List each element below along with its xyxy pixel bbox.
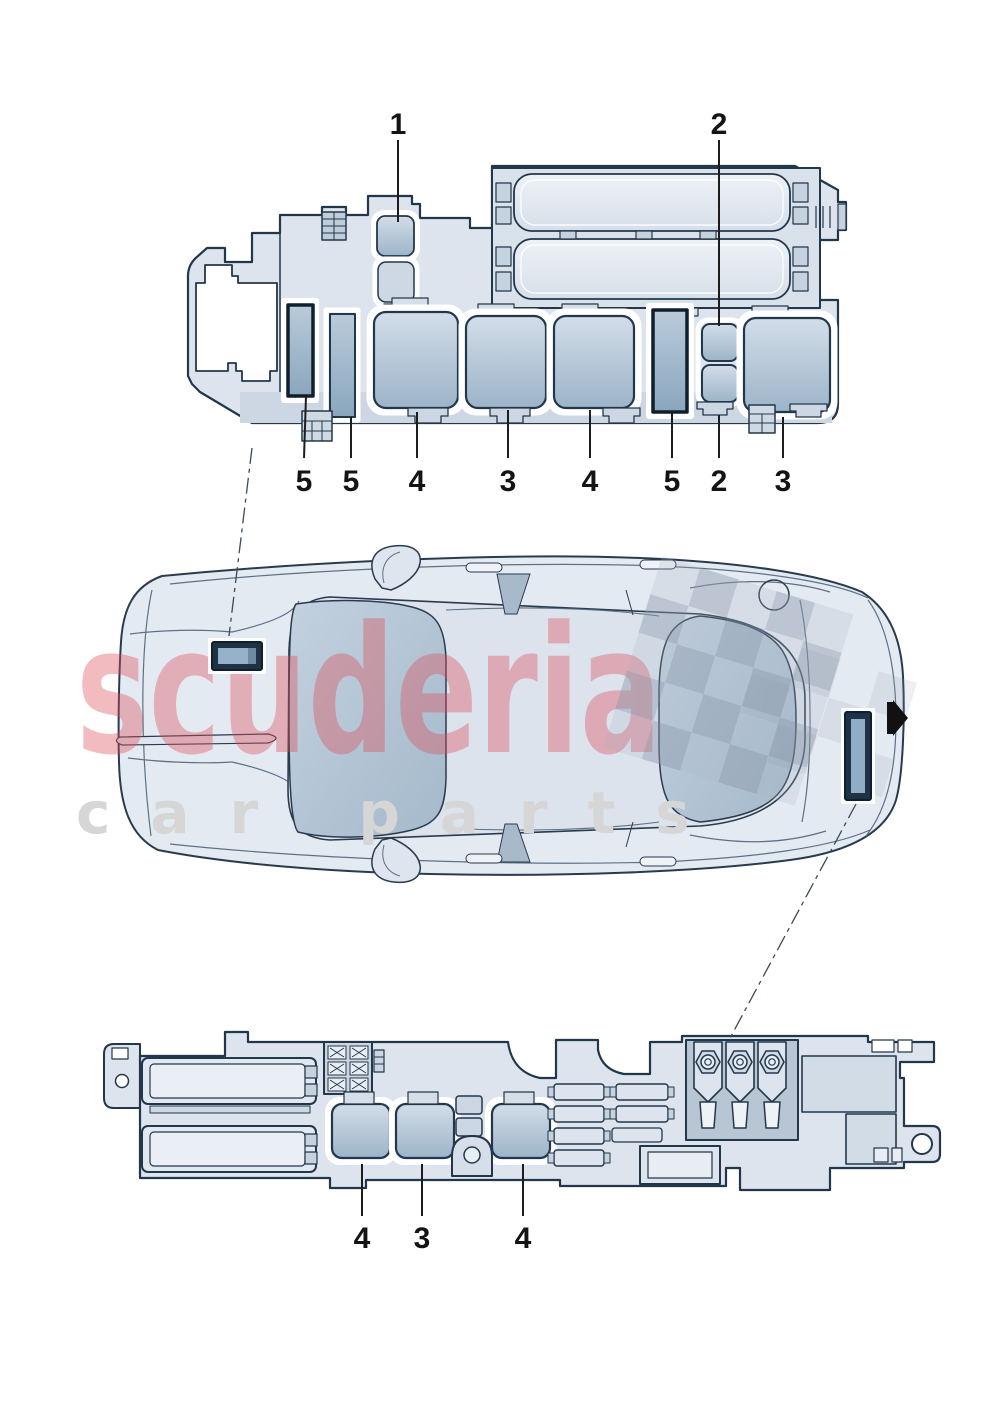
door-handles [465,559,677,867]
engine-relay-3b [736,310,838,420]
engine-carrier-2 [513,238,791,300]
engine-relay-3a [458,308,554,416]
trunk-small-modules [455,1095,483,1137]
trunk-connector-block [323,1041,385,1095]
callout-trunk-3: 3 [414,1222,431,1255]
windshield [288,599,447,838]
trunk-carrier-upper [141,1057,318,1114]
roof-rail-lines [445,607,660,831]
trunk-relay-3 [389,1091,461,1165]
engine-fusebox-diagram [186,164,848,442]
mirror-left [371,544,421,591]
watermark-tagline: car parts [76,779,730,847]
engine-fuse-5a [281,298,319,403]
callout-engine-2-top: 2 [711,108,728,141]
engine-fuse-5c [646,303,694,419]
callout-engine-4a: 4 [409,465,426,498]
location-leader-lines [228,447,857,1041]
rear-direction-arrow-icon [887,700,908,736]
callout-trunk-4a: 4 [354,1222,371,1255]
callout-engine-3b: 3 [775,465,792,498]
callout-engine-2b: 2 [711,465,728,498]
car-body-creases [127,563,897,864]
b-pillars [496,573,531,863]
trunk-relay-4b [485,1091,557,1165]
watermark-brand: scuderia [76,589,662,794]
car-top-view [115,544,905,884]
rear-window [658,615,797,823]
hood-trim-blade [115,733,277,746]
callout-engine-5a: 5 [296,465,313,498]
callout-engine-1: 1 [390,108,407,141]
engine-carrier-1 [513,173,791,232]
engine-connector-block [321,211,347,241]
callout-leader-lines [303,140,784,1216]
callout-engine-5b: 5 [343,465,360,498]
callout-engine-5c: 5 [664,465,681,498]
engine-carrier-frame [491,167,847,309]
trunk-fuse-stack [547,1083,721,1185]
trunk-mount-hole [911,1133,933,1155]
callout-engine-4b: 4 [582,465,599,498]
engine-fusebox-cutout [195,264,278,382]
engine-fuse-5b [323,307,361,423]
trunk-callouts: 4 3 4 [354,1222,532,1255]
front-fusebox-marker [208,638,266,674]
trunk-mount-bracket [103,1043,141,1109]
engine-callouts: 1 2 5 5 4 3 4 5 2 3 [296,108,792,498]
callout-engine-3a: 3 [500,465,517,498]
c-pillar-lines [625,589,634,848]
engine-grid-connector-left [301,410,333,442]
mirror-right [371,837,421,884]
engine-relay-4b [546,308,642,416]
trunk-carrier-lower [141,1125,318,1173]
trunk-bolt-fuses [685,1039,799,1141]
trunk-relay-4a [325,1091,397,1165]
engine-grid-connector-right [748,404,776,434]
trunk-fusebox-diagram [103,1030,942,1192]
rear-fusebox-marker [841,708,875,804]
trunk-screw-post [451,1135,493,1177]
callout-trunk-4b: 4 [515,1222,532,1255]
trunk-right-section [801,1039,913,1165]
fuel-cap [758,579,790,611]
engine-relay-4a [366,304,466,416]
